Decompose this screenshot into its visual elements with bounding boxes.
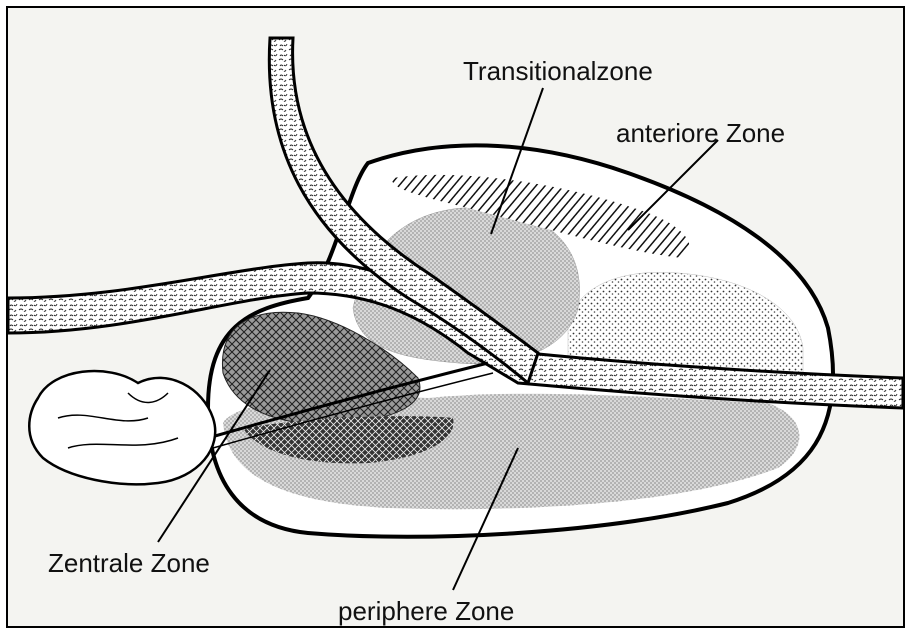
seminal-vesicle: [29, 371, 215, 484]
diagram-frame: Transitionalzone anteriore Zone Zentrale…: [6, 6, 905, 628]
label-anterior-zone: anteriore Zone: [616, 120, 785, 146]
label-peripheral-zone: periphere Zone: [338, 598, 514, 624]
label-transitional-zone: Transitionalzone: [463, 58, 653, 84]
prostate-zones-diagram: [8, 8, 903, 626]
label-central-zone: Zentrale Zone: [48, 550, 210, 576]
